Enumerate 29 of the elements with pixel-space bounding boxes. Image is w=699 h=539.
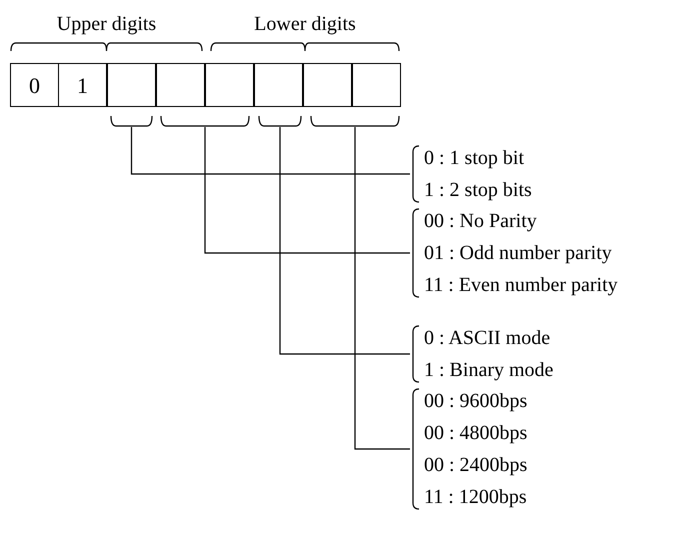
option-text: 01 : Odd number parity bbox=[424, 241, 612, 266]
bit-cell bbox=[352, 63, 401, 107]
bracket bbox=[258, 115, 302, 127]
bit-cell: 1 bbox=[58, 63, 107, 107]
bit-cell: 0 bbox=[10, 63, 59, 107]
group-label: Upper digits bbox=[56, 12, 158, 36]
option-text: 11 : 1200bps bbox=[424, 485, 527, 510]
bit-cell bbox=[303, 63, 352, 107]
bracket bbox=[310, 115, 400, 127]
bit-cell bbox=[156, 63, 205, 107]
bit-cell bbox=[205, 63, 254, 107]
connector-line bbox=[204, 127, 410, 254]
option-text: 00 : No Parity bbox=[424, 209, 537, 234]
option-text: 1 : 2 stop bits bbox=[424, 178, 532, 203]
option-text: 00 : 9600bps bbox=[424, 389, 528, 414]
bracket bbox=[160, 115, 250, 127]
option-text: 0 : 1 stop bit bbox=[424, 146, 524, 171]
option-text: 00 : 4800bps bbox=[424, 421, 528, 446]
bit-cell bbox=[254, 63, 303, 107]
option-text: 11 : Even number parity bbox=[424, 273, 618, 298]
connector-line bbox=[354, 127, 410, 450]
option-text: 0 : ASCII mode bbox=[424, 326, 550, 351]
group-label: Lower digits bbox=[253, 12, 357, 36]
connector-line bbox=[130, 127, 410, 175]
bit-cell bbox=[107, 63, 156, 107]
option-text: 1 : Binary mode bbox=[424, 358, 554, 383]
connector-line bbox=[279, 127, 410, 355]
option-text: 00 : 2400bps bbox=[424, 453, 528, 478]
bracket bbox=[110, 115, 153, 127]
